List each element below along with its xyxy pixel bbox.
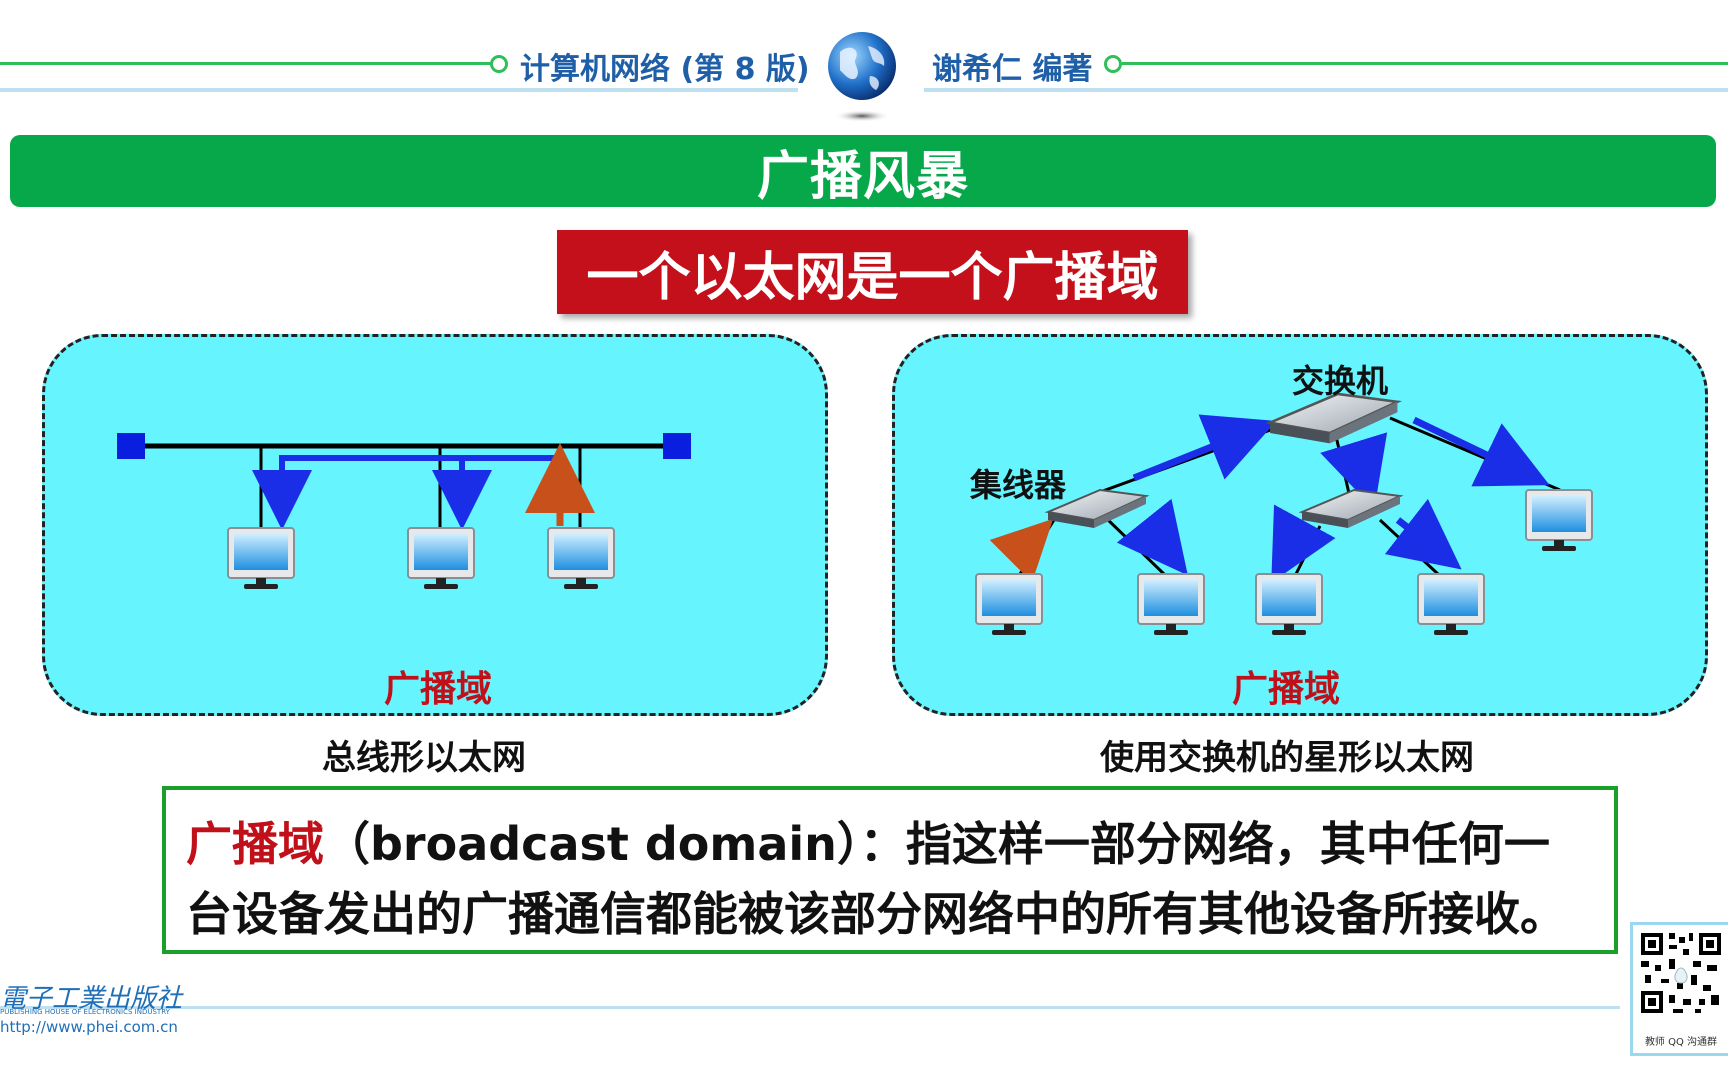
definition-box: 广播域（broadcast domain）：指这样一部分网络，其中任何一 台设备… <box>162 786 1618 954</box>
definition-line-1: 广播域（broadcast domain）：指这样一部分网络，其中任何一 <box>186 808 1550 874</box>
bus-broadcast-domain-label: 广播域 <box>384 669 493 710</box>
star-broadcast-domain-label: 广播域 <box>1232 669 1341 710</box>
book-title: 计算机网络 (第 8 版) <box>520 52 810 87</box>
definition-line-1-text: （broadcast domain）：指这样一部分网络，其中任何一 <box>324 817 1550 871</box>
author: 谢希仁 编著 <box>932 52 1093 87</box>
broadcast-path-arrow <box>252 455 562 530</box>
bus-ethernet-caption: 总线形以太网 <box>322 738 526 778</box>
footer-line <box>0 1006 1620 1009</box>
bus-terminator-left <box>117 433 145 459</box>
star-computer-right <box>1525 489 1593 552</box>
qr-caption: 教师 QQ 沟通群 <box>1644 1037 1718 1048</box>
qr-code: 教师 QQ 沟通群 <box>1630 922 1728 1056</box>
definition-line-2: 台设备发出的广播通信都能被该部分网络中的所有其他设备所接收。 <box>186 887 1566 941</box>
header-underline-right <box>924 88 1728 92</box>
star-computer-2 <box>1137 573 1205 636</box>
header-ring-right <box>1104 55 1122 73</box>
star-computer-1 <box>975 573 1043 636</box>
arrow-hub1-to-switch <box>1132 414 1277 482</box>
page-title: 广播风暴 <box>756 146 969 207</box>
qr-code-icon <box>1639 931 1723 1015</box>
switch-label: 交换机 <box>1292 362 1389 400</box>
arrow-sender-to-hub1 <box>989 518 1054 583</box>
arrow-switch-to-hub2 <box>1320 432 1388 510</box>
publisher-url: http://www.phei.com.cn <box>0 1018 178 1036</box>
bus-terminator-right <box>663 433 691 459</box>
arrow-hub2-to-pc4 <box>1384 498 1462 570</box>
title-bar: 广播风暴 <box>10 135 1716 207</box>
star-ethernet-caption: 使用交换机的星形以太网 <box>1100 738 1474 778</box>
publisher-logo: 電子工業出版社 <box>0 984 183 1014</box>
arrow-hub1-to-pc2 <box>1116 498 1188 576</box>
highlight-text: 一个以太网是一个广播域 <box>586 247 1159 308</box>
header-line-left <box>0 62 494 65</box>
hub-device-2 <box>1301 489 1401 529</box>
hub-label: 集线器 <box>970 466 1067 504</box>
highlight-box: 一个以太网是一个广播域 <box>557 230 1188 314</box>
arrow-hub2-to-pc3 <box>1271 504 1336 583</box>
header-line-right <box>1122 62 1728 65</box>
header-underline-left <box>0 88 798 92</box>
star-computer-3 <box>1255 573 1323 636</box>
star-computer-4 <box>1417 573 1485 636</box>
arrow-switch-to-pc <box>1412 416 1550 487</box>
definition-term: 广播域 <box>186 817 324 871</box>
header-ring-left <box>490 55 508 73</box>
publisher-name-en: PUBLISHING HOUSE OF ELECTRONICS INDUSTRY <box>0 1008 170 1016</box>
globe-icon <box>826 30 898 126</box>
